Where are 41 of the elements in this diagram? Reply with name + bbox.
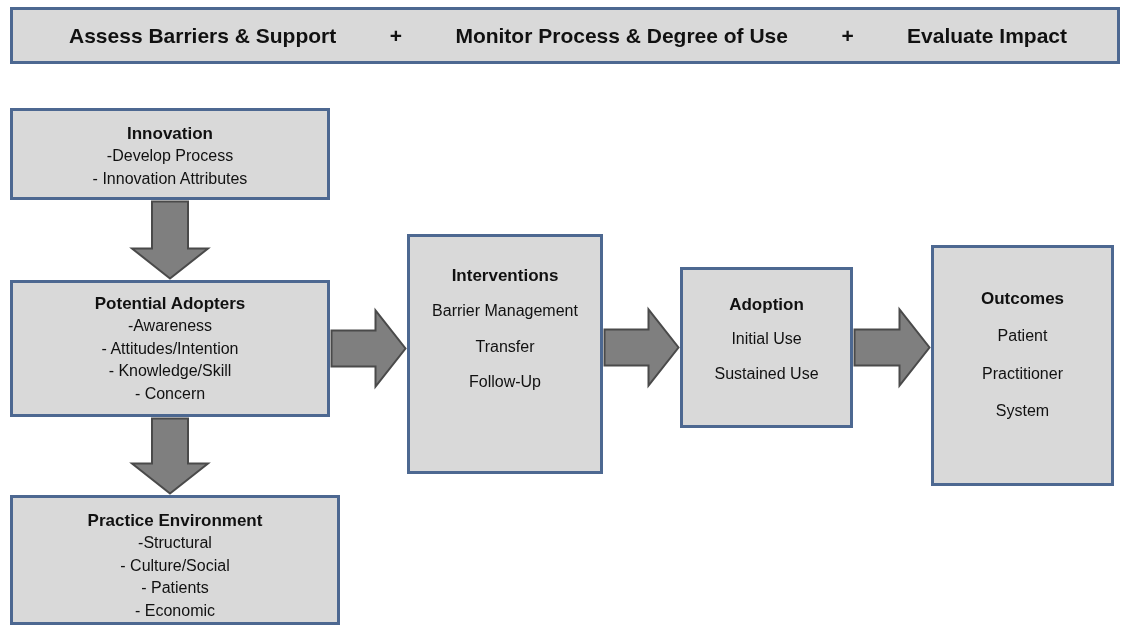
box-text: - Attitudes/Intention — [101, 338, 239, 359]
box-text: -Develop Process — [106, 146, 234, 166]
box-text: Follow-Up — [469, 372, 541, 392]
box-text: - Concern — [134, 383, 206, 404]
box-heading: Adoption — [729, 294, 804, 316]
box-text: - Patients — [141, 578, 209, 598]
block-arrow — [853, 306, 931, 389]
box-text: Patient — [997, 326, 1048, 346]
box-text: Barrier Management — [432, 301, 578, 321]
box-heading: Outcomes — [980, 288, 1065, 310]
process-box — [10, 495, 340, 625]
banner-text: Assess Barriers & Support — [69, 23, 337, 48]
box-text: - Culture/Social — [120, 555, 230, 576]
box-heading: Interventions — [451, 265, 559, 287]
box-text: Transfer — [475, 336, 535, 357]
box-text: -Awareness — [127, 316, 213, 336]
header-banner — [10, 7, 1120, 64]
box-text: Initial Use — [731, 329, 802, 349]
banner-text: Evaluate Impact — [907, 23, 1067, 48]
box-heading: Practice Environment — [87, 510, 263, 532]
box-text: - Innovation Attributes — [92, 168, 248, 189]
box-text: -Structural — [138, 533, 212, 553]
block-arrow — [129, 200, 211, 280]
process-box — [10, 108, 330, 200]
process-box — [407, 234, 603, 474]
block-arrow — [603, 306, 680, 389]
box-heading: Innovation — [127, 123, 213, 145]
block-arrow — [129, 417, 211, 495]
box-text: - Knowledge/Skill — [108, 361, 232, 381]
plus-sign: + — [389, 23, 402, 48]
process-box — [10, 280, 330, 417]
box-text: - Economic — [135, 600, 215, 621]
box-heading: Potential Adopters — [94, 293, 246, 315]
box-text: Sustained Use — [714, 363, 819, 384]
plus-sign: + — [841, 23, 854, 48]
box-text: Practitioner — [982, 363, 1063, 384]
process-box — [931, 245, 1114, 486]
process-box — [680, 267, 853, 428]
box-text: System — [995, 401, 1050, 421]
banner-text: Monitor Process & Degree of Use — [455, 23, 788, 48]
block-arrow — [330, 307, 407, 390]
